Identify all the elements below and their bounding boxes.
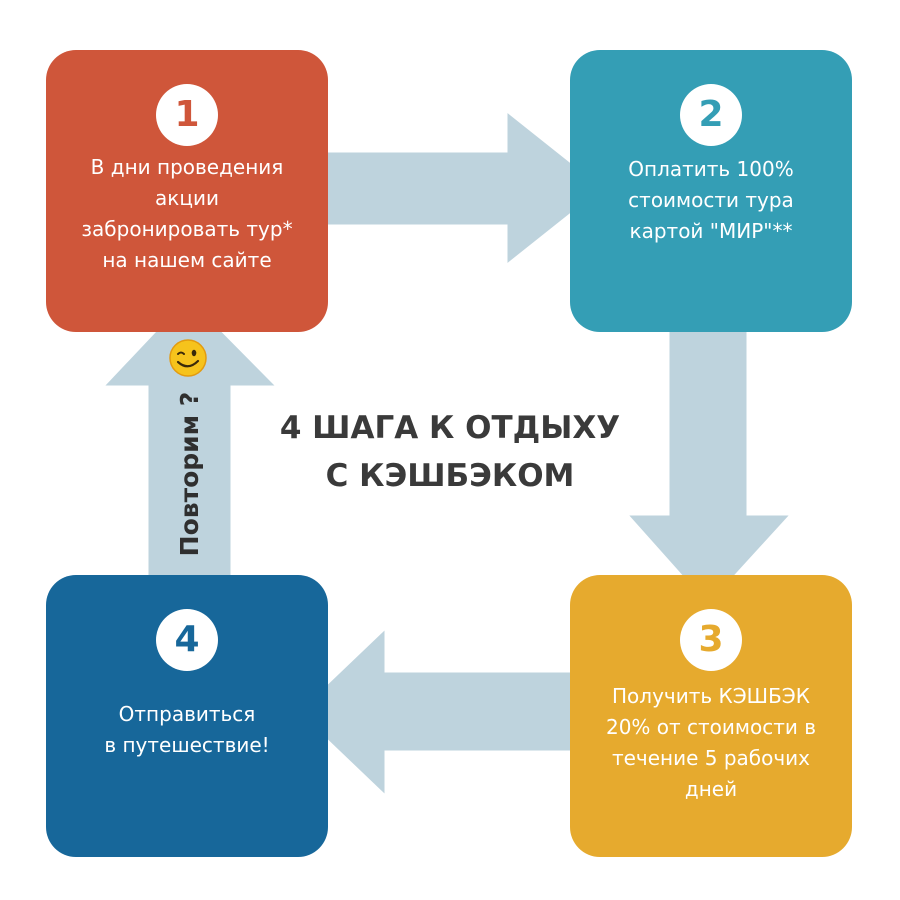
step-1-card: 1 В дни проведения акции забронировать т… (46, 50, 328, 332)
step-2-text: Оплатить 100% стоимости тура картой "МИР… (628, 157, 794, 243)
step-2-number: 2 (680, 84, 742, 146)
repeat-label: Повторим ? (175, 391, 204, 557)
step-4-text: Отправиться в путешествие! (104, 702, 270, 757)
diagram-title: 4 ШАГА К ОТДЫХУ С КЭШБЭКОМ (279, 410, 621, 494)
step-4-number: 4 (156, 609, 218, 671)
arrow-step3-to-step4 (294, 623, 594, 801)
step-2-card: 2 Оплатить 100% стоимости тура картой "М… (570, 50, 852, 332)
step-1-number: 1 (156, 84, 218, 146)
step-4-card: 4 Отправиться в путешествие! (46, 575, 328, 857)
step-3-text: Получить КЭШБЭК 20% от стоимости в течен… (605, 684, 817, 801)
step-3-number: 3 (680, 609, 742, 671)
step-1-text: В дни проведения акции забронировать тур… (81, 155, 293, 272)
step-3-card: 3 Получить КЭШБЭК 20% от стоимости в теч… (570, 575, 852, 857)
arrow-step1-to-step2 (304, 106, 607, 270)
arrow-step2-to-step3 (622, 306, 796, 609)
arrow-step4-to-step1 (98, 293, 282, 599)
winking-smiley-icon (169, 339, 207, 377)
